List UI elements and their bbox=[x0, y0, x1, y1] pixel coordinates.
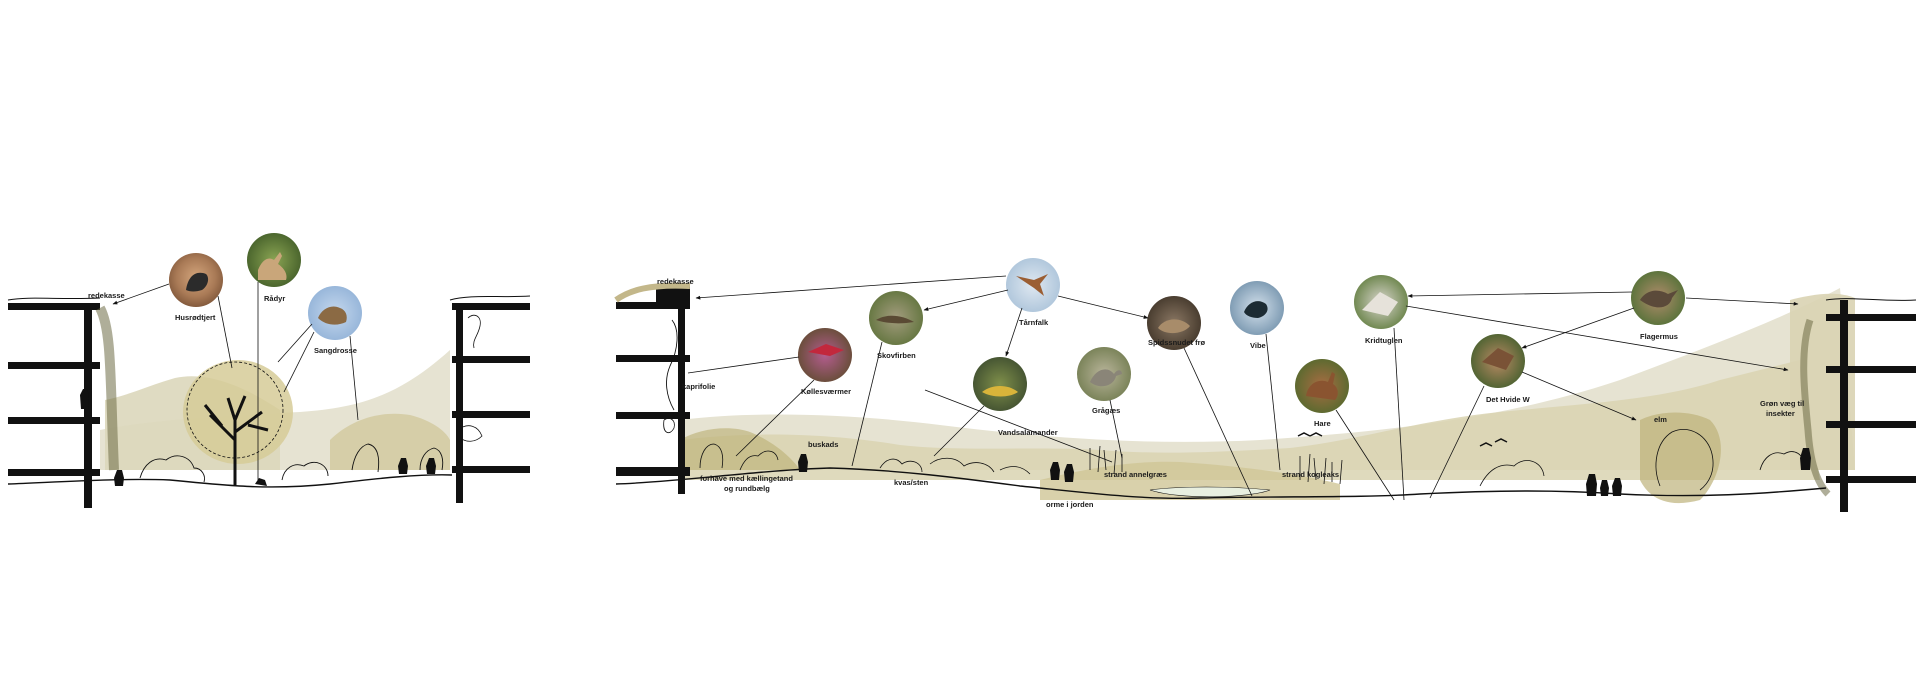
label-det-hvide-w: Det Hvide W bbox=[1486, 395, 1531, 404]
hare-icon bbox=[1306, 372, 1338, 400]
label-taarnfalk: Tårnfalk bbox=[1019, 318, 1049, 327]
husroedstjert-bird-icon bbox=[186, 272, 209, 292]
right-label-redekasse: redekasse bbox=[657, 277, 694, 286]
right-wash-deep-left bbox=[680, 428, 800, 470]
kridtuglen-moth-icon bbox=[1362, 292, 1398, 316]
label-graagaes: Grågæs bbox=[1092, 406, 1120, 415]
right-building-left bbox=[614, 282, 691, 494]
spidssnudet-froe-frog-icon bbox=[1158, 319, 1190, 334]
label-rundbaeg: og rundbælg bbox=[724, 484, 770, 493]
right-wash-deep-right bbox=[1640, 412, 1721, 504]
skovfirben-lizard-icon bbox=[876, 315, 914, 324]
label-skovfirben: Skovfirben bbox=[877, 351, 916, 360]
left-ground-line bbox=[7, 474, 453, 488]
label-kridtuglen: Kridtuglen bbox=[1365, 336, 1403, 345]
left-building-left bbox=[7, 297, 119, 508]
label-groen-vaeg-2: insekter bbox=[1766, 409, 1795, 418]
taarnfalk-bird-icon bbox=[1016, 274, 1048, 296]
right-building-right bbox=[1800, 298, 1917, 512]
label-koellesvaermer: Køllesværmer bbox=[801, 387, 851, 396]
label-kaprifolie: kaprifolie bbox=[682, 382, 715, 391]
right-wash-mid bbox=[680, 360, 1820, 480]
raadyr-deer-icon bbox=[258, 252, 287, 280]
left-building-right bbox=[449, 295, 531, 503]
graagaes-goose-icon bbox=[1090, 369, 1122, 387]
label-strand-kogleaks: strand kogleaks bbox=[1282, 470, 1339, 479]
label-orme: orme i jorden bbox=[1046, 500, 1094, 509]
det-hvide-w-butterfly-icon bbox=[1482, 348, 1514, 370]
flagermus-bat-icon bbox=[1640, 290, 1678, 308]
left-wash-right bbox=[330, 413, 450, 470]
label-sangdrosse: Sangdrosse bbox=[314, 346, 357, 355]
label-vibe: Vibe bbox=[1250, 341, 1266, 350]
label-groen-vaeg-1: Grøn væg til bbox=[1760, 399, 1804, 408]
label-vandsalamander: Vandsalamander bbox=[998, 428, 1058, 437]
label-strand-annelgraes: strand annelgræs bbox=[1104, 470, 1167, 479]
vandsalamander-newt-icon bbox=[982, 386, 1018, 397]
sangdrosse-bird-icon bbox=[318, 306, 347, 325]
left-label-redekasse: redekasse bbox=[88, 291, 125, 300]
right-silhouettes bbox=[798, 432, 1811, 496]
right-leader-lines bbox=[687, 275, 1799, 501]
label-elm: elm bbox=[1654, 415, 1667, 424]
right-section: redekasse kaprifolie forhave med kælling… bbox=[614, 258, 1917, 512]
pond bbox=[1149, 486, 1271, 498]
label-husroedstjert: Husrødtjert bbox=[175, 313, 216, 322]
label-forhave: forhave med kællingetand bbox=[700, 474, 793, 483]
label-flagermus: Flagermus bbox=[1640, 332, 1678, 341]
right-vegetation bbox=[699, 429, 1805, 491]
label-spidssnudet-froe: Spidssnudet frø bbox=[1148, 338, 1206, 347]
label-hare: Hare bbox=[1314, 419, 1331, 428]
koellesvaermer-moth-icon bbox=[808, 344, 844, 356]
vandsalamander-photo bbox=[973, 357, 1027, 411]
label-kvas-sten: kvas/sten bbox=[894, 478, 929, 487]
left-shrubs bbox=[114, 443, 444, 486]
left-section: redekasse Husrødtjert Rådyr Sangdrosse bbox=[7, 233, 531, 508]
vibe-bird-icon bbox=[1244, 301, 1268, 318]
label-buskads: buskads bbox=[808, 440, 838, 449]
left-leader-lines bbox=[112, 282, 359, 480]
label-raadyr: Rådyr bbox=[264, 294, 285, 303]
